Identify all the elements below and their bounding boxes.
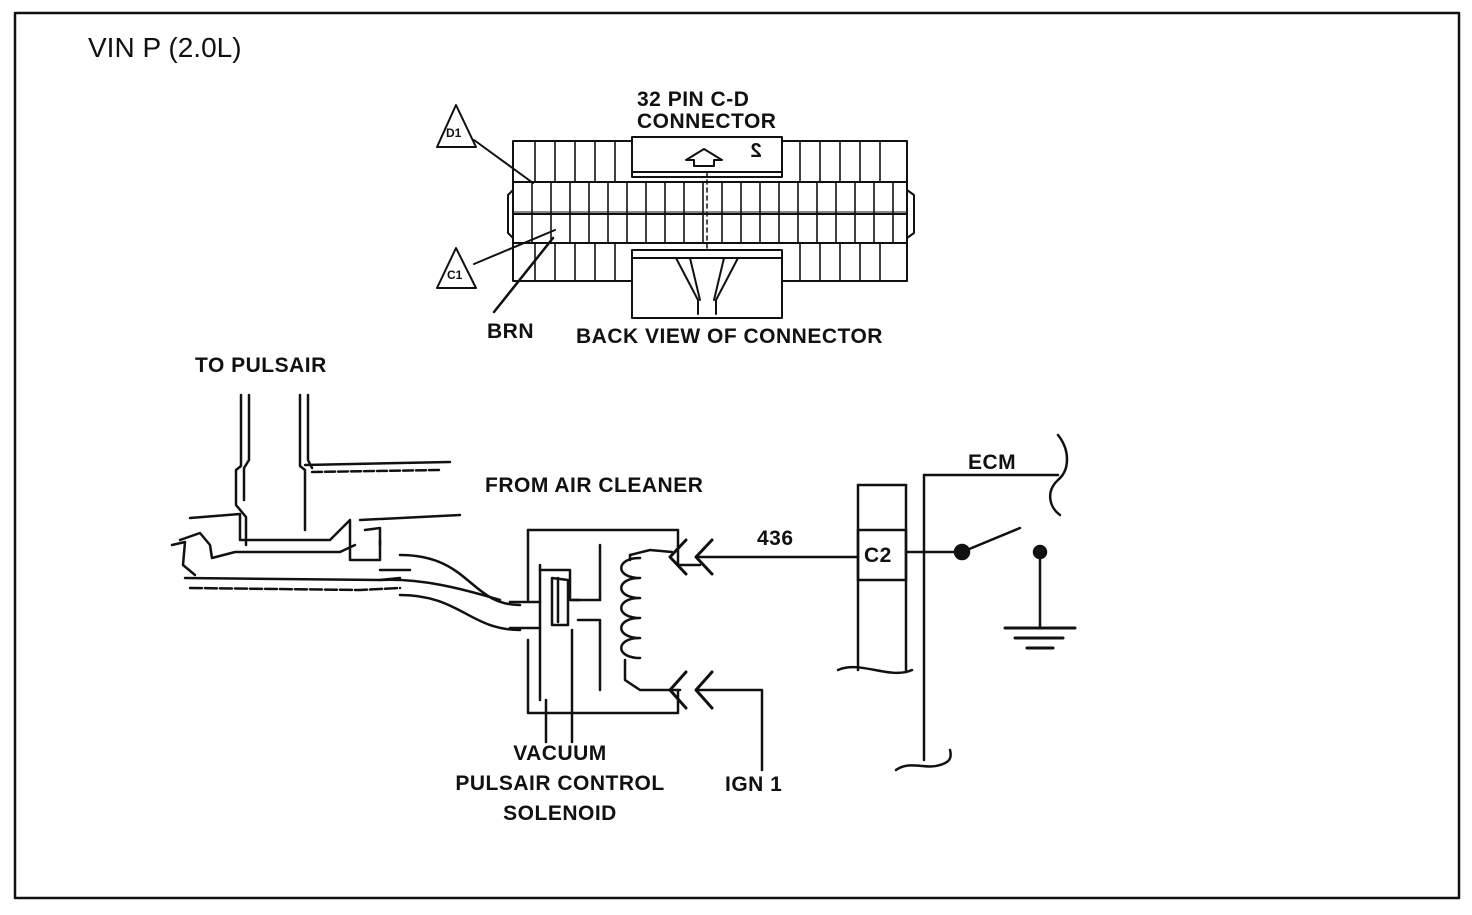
latch-mark: 2 <box>750 140 762 162</box>
ecm-pin-label: C2 <box>864 544 892 567</box>
solenoid-drawing <box>508 528 702 744</box>
solenoid-label-line2: PULSAIR CONTROL <box>455 772 665 795</box>
solenoid-label-line3: SOLENOID <box>503 802 617 825</box>
ecm-label: ECM <box>968 451 1017 474</box>
solenoid-label-line1: VACUUM <box>513 742 607 765</box>
pin-marker-c1: C1 <box>447 268 463 282</box>
pin-marker-d1: D1 <box>446 126 462 140</box>
connector-name-line1: 32 PIN C-D <box>637 88 750 111</box>
connector-name-line2: CONNECTOR <box>637 110 777 133</box>
wiring <box>668 433 1077 772</box>
connector-view-label: BACK VIEW OF CONNECTOR <box>576 325 883 348</box>
to-pulsair-label: TO PULSAIR <box>195 354 327 377</box>
wire-color-label: BRN <box>487 320 534 343</box>
ign-label: IGN 1 <box>725 773 783 796</box>
pulsair-valve-drawing <box>170 393 522 632</box>
diagram-title: VIN P (2.0L) <box>88 32 242 63</box>
from-air-cleaner-label: FROM AIR CLEANER <box>485 474 704 497</box>
pin-markers <box>436 104 556 314</box>
connector-drawing <box>507 136 915 319</box>
circuit-number-label: 436 <box>757 527 794 550</box>
diagram-frame <box>13 11 1461 900</box>
